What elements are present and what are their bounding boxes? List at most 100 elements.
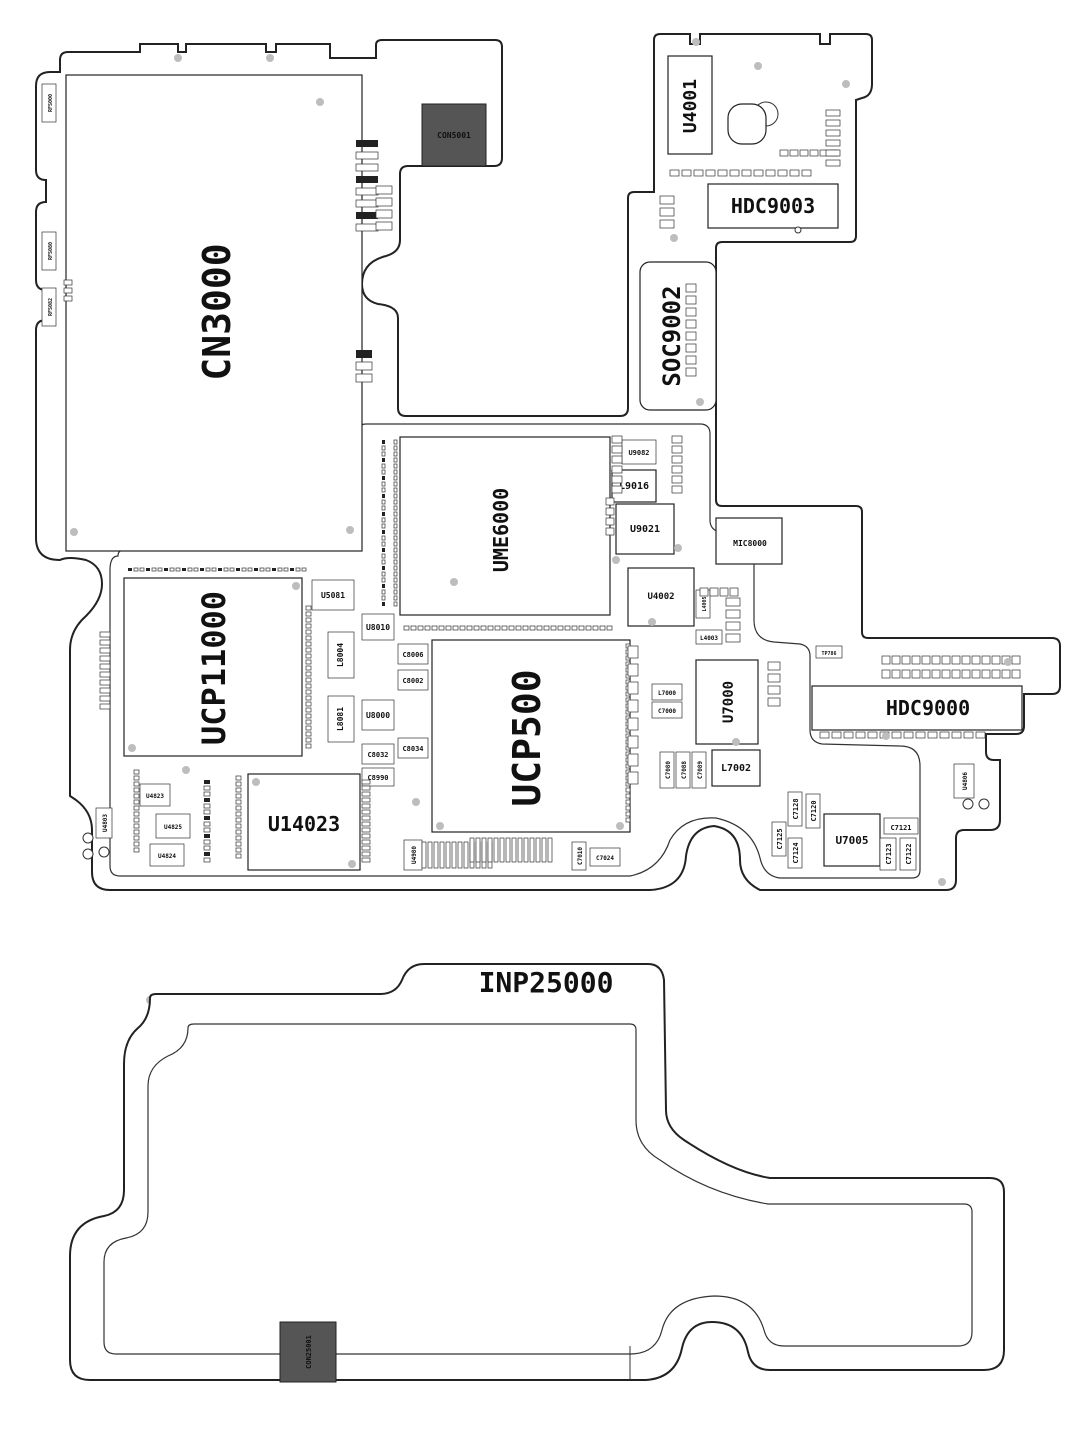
smd-pad [961,669,971,679]
smd-pad [203,809,211,815]
smd-pad [305,629,312,635]
hdc9003-part [707,183,839,229]
c7000-label: C7000 [658,708,676,715]
con5001-label: CON5001 [437,131,471,140]
smd-pad [393,469,398,475]
smd-pad [951,655,961,665]
smd-pad [921,655,931,665]
smd-pad [200,568,204,571]
l4003-label: L4003 [700,635,718,642]
smd-pad [203,845,211,851]
smd-pad [494,625,501,631]
smd-pad [375,209,393,219]
c7080-label: C7080 [665,761,672,779]
smd-pad [290,568,294,571]
smd-pad [505,837,511,863]
smd-pad [611,485,623,494]
smd-pad [381,463,386,469]
smd-pad [381,481,386,487]
smd-pad [193,567,199,572]
smd-pad [203,791,211,797]
smd-pad [133,781,140,787]
smd-pad [671,445,683,454]
smd-pad [361,857,371,863]
smd-pad [605,527,615,536]
smd-pad [381,577,386,583]
smd-pad [611,435,623,444]
smd-pad [235,829,242,835]
smd-pad [382,584,385,588]
smd-pad [235,841,242,847]
u8000-label: U8000 [366,711,390,720]
smd-pad [301,567,307,572]
l7002-label: L7002 [721,763,751,774]
c7125-label: C7125 [776,828,784,849]
ucp500-part [431,639,631,833]
smd-pad [459,625,466,631]
smd-pad [305,701,312,707]
c8990-label: C8990 [367,774,388,782]
smd-pad [375,197,393,207]
l8004-label: L8004 [336,643,345,667]
smd-pad [277,567,283,572]
smd-pad [522,625,529,631]
smd-pad [585,625,592,631]
smd-pad [223,567,229,572]
smd-pad [393,589,398,595]
hdc9000-part [811,685,1023,731]
c7120-label: C7120 [810,800,818,821]
u9082-label: U9082 [628,449,649,457]
smd-pad [1001,669,1011,679]
smd-pad [361,827,371,833]
smd-pad [473,625,480,631]
smd-clusters [63,109,1021,869]
smd-pad [671,455,683,464]
smd-pad [939,731,950,739]
smd-pad [204,798,210,802]
smd-pad [881,655,891,665]
smd-pad [382,512,385,516]
smd-pad [550,625,557,631]
smd-pad [218,568,222,571]
smd-pad [133,841,140,847]
c7024-label: C7024 [596,855,614,862]
smd-pad [164,568,168,571]
smd-pad [685,283,697,293]
smd-pad [205,567,211,572]
smd-pad [963,731,974,739]
smd-pad [911,655,921,665]
hdc9000-label: HDC9000 [886,696,970,720]
smd-pad [508,625,515,631]
soc9002-part [639,261,717,411]
inp25000-label: INP25000 [479,966,614,999]
smd-pad [767,697,781,707]
smd-pad [272,568,276,571]
smd-pad [305,641,312,647]
smd-pad [381,487,386,493]
smd-pad [381,469,386,475]
smd-pad [799,149,809,157]
smd-pad [99,703,111,710]
smd-pad [99,695,111,702]
smd-pad [501,625,508,631]
smd-pad [825,119,841,127]
smd-pad [361,791,371,797]
smd-pad [831,731,842,739]
smd-pad [729,587,739,597]
l7000-label: L7000 [658,690,676,697]
smd-pad [393,517,398,523]
smd-pad [564,625,571,631]
smd-pad [382,548,385,552]
smd-pad [381,559,386,565]
smd-pad [903,731,914,739]
smd-pad [382,566,385,570]
smd-pad [355,187,379,196]
smd-pad [99,663,111,670]
smd-pad [63,287,73,294]
smd-pad [381,571,386,577]
smd-pad [571,625,578,631]
c7088-label: C7088 [681,761,688,779]
smd-pad [452,625,459,631]
smd-pad [241,567,247,572]
u4001-label: U4001 [680,79,701,133]
